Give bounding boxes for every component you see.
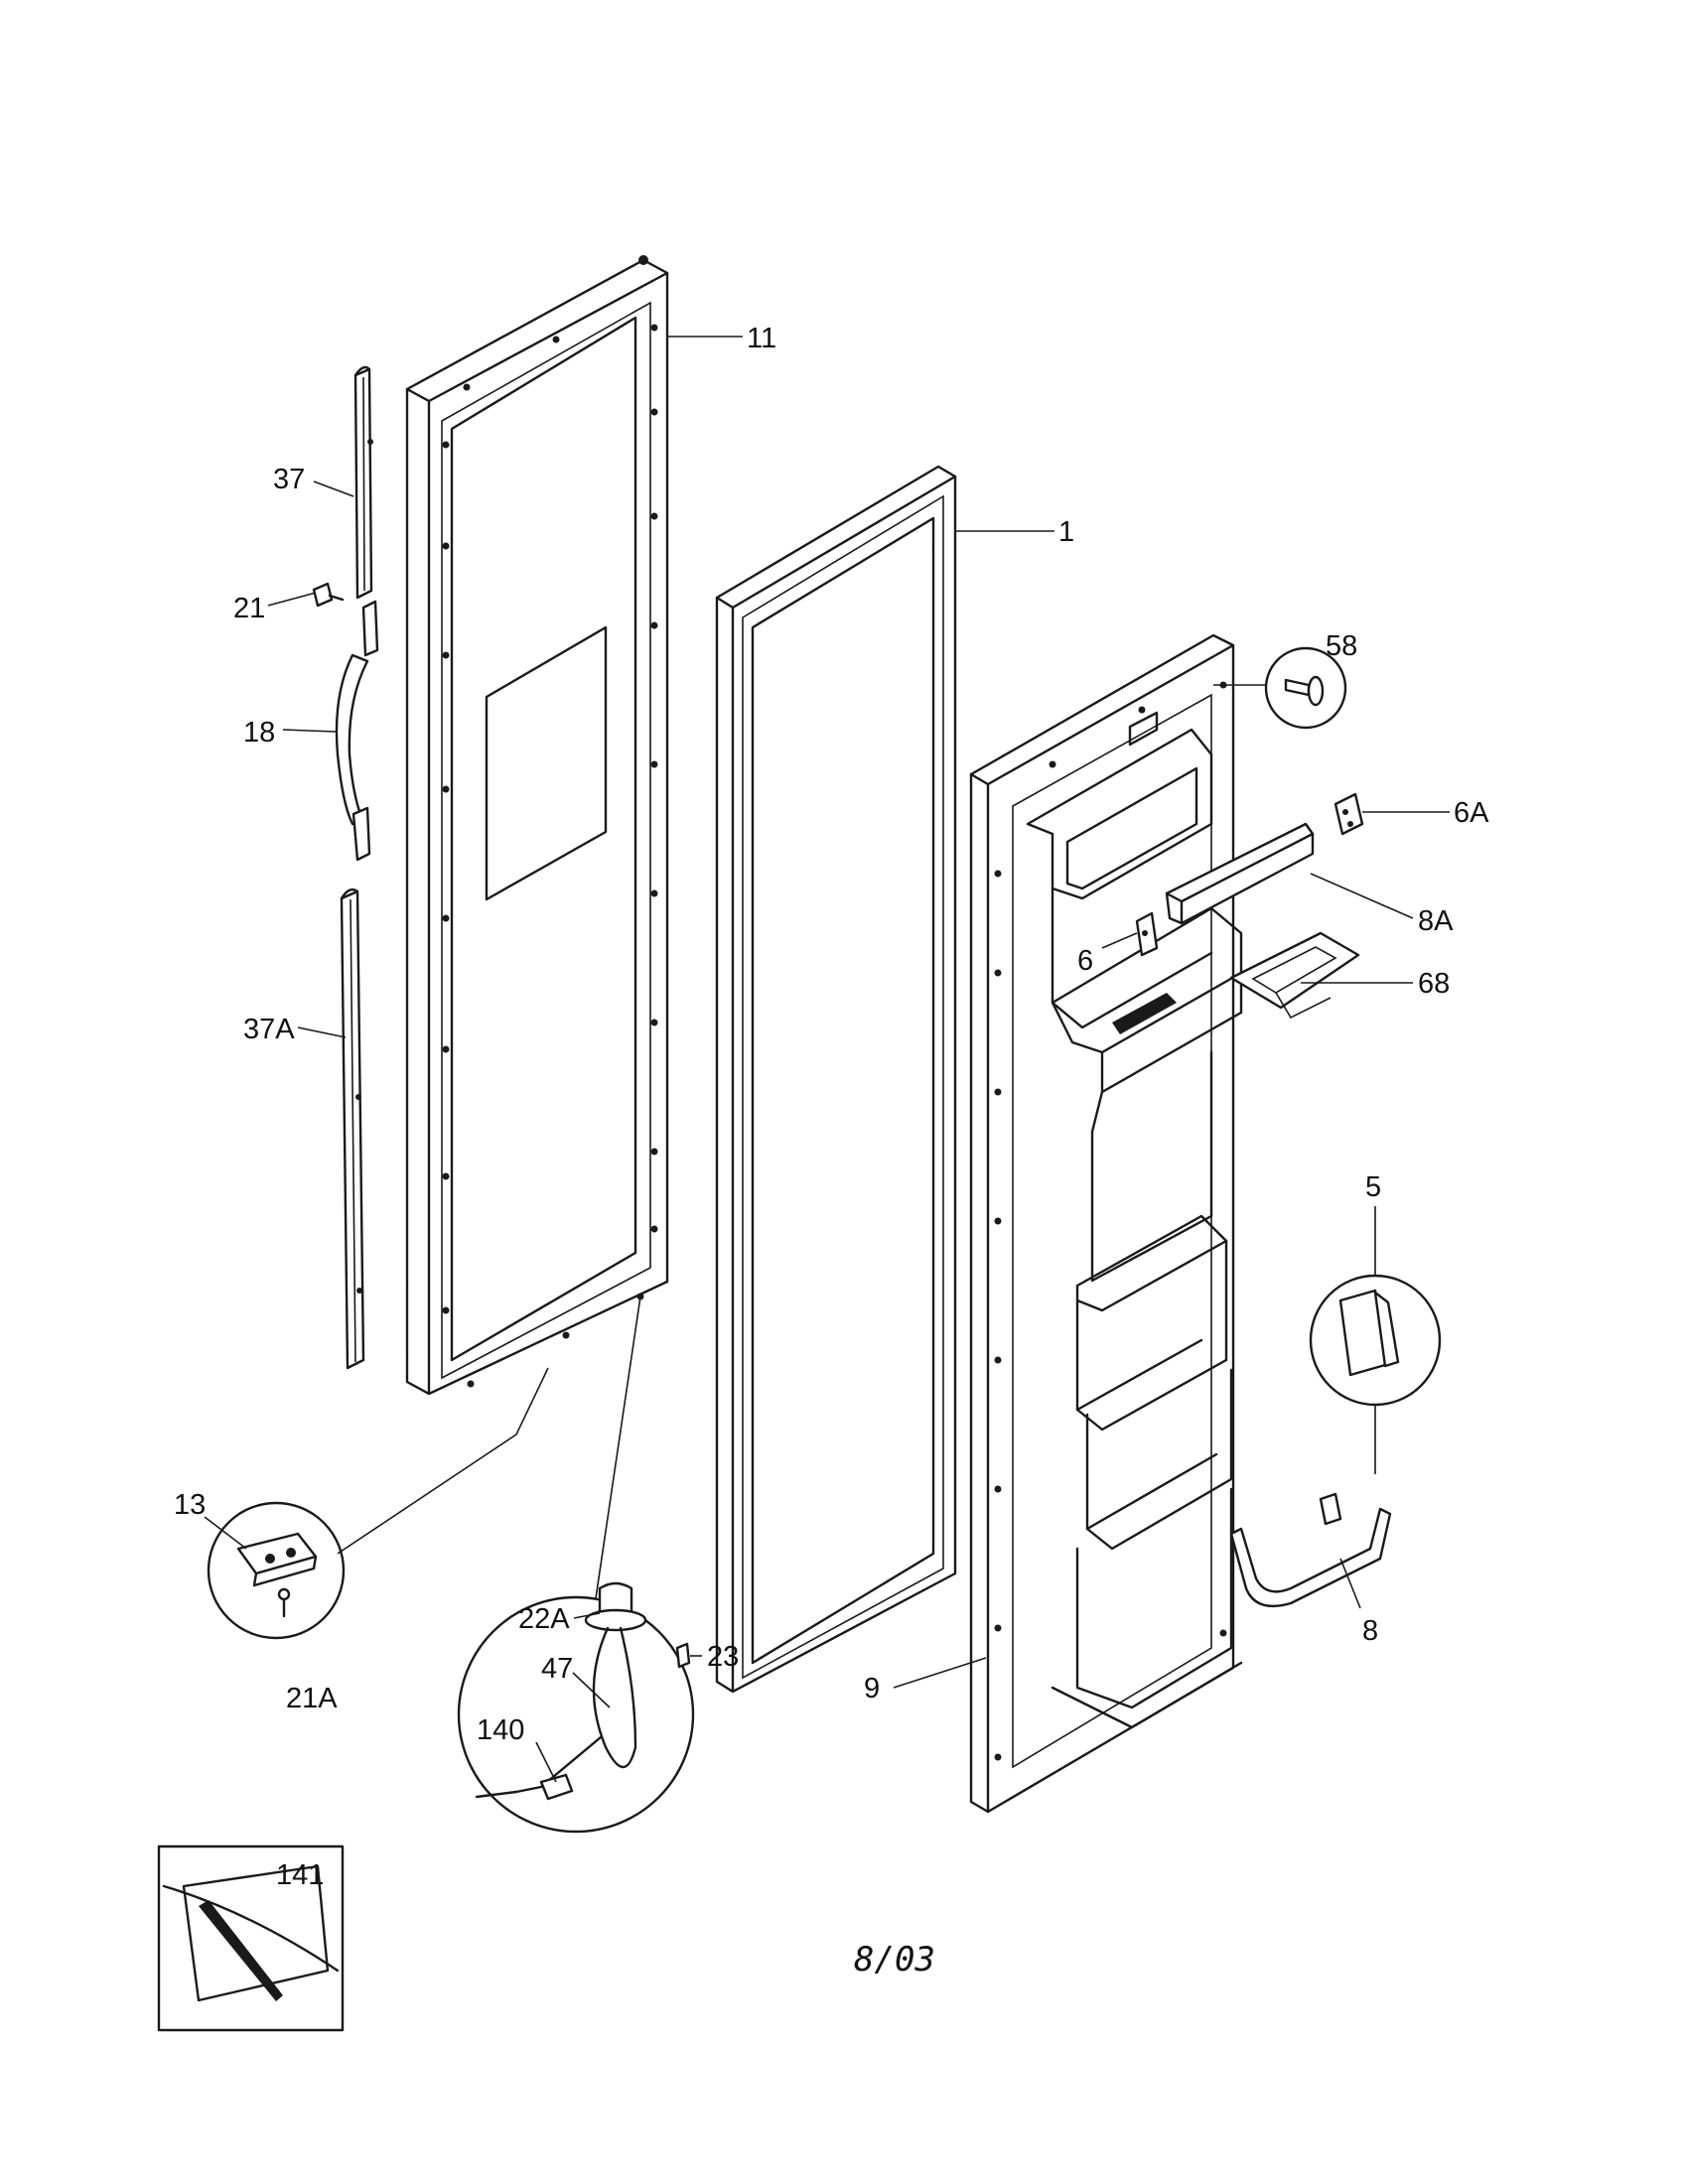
- screw-part-58-detail: [1264, 646, 1347, 730]
- callout-6: 6: [1077, 945, 1093, 977]
- rail-part-8A: [1165, 822, 1315, 925]
- callout-18: 18: [243, 717, 275, 749]
- callout-140: 140: [477, 1714, 524, 1746]
- door-liner-part-9: [969, 633, 1243, 1814]
- bracket-part-6: [1135, 911, 1159, 957]
- callout-23: 23: [707, 1641, 739, 1673]
- hinge-part-13-detail: [207, 1501, 346, 1640]
- screw-part-21: [312, 582, 345, 608]
- callout-21A: 21A: [286, 1683, 338, 1714]
- date-stamp: 8/03: [854, 1940, 935, 1979]
- callout-68: 68: [1418, 968, 1450, 1000]
- clip-part-6A: [1333, 792, 1364, 836]
- dispenser-cup-part-68: [1229, 931, 1360, 1020]
- callout-37A: 37A: [243, 1014, 295, 1045]
- switch-assembly-detail: [457, 1581, 695, 1834]
- bracket-part-8: [1229, 1492, 1392, 1608]
- callout-47: 47: [541, 1653, 573, 1685]
- callout-11: 11: [747, 323, 776, 354]
- button-part-5-detail: [1309, 1274, 1442, 1474]
- callout-21: 21: [233, 593, 265, 624]
- callout-9: 9: [864, 1673, 880, 1705]
- callout-141: 141: [276, 1859, 324, 1891]
- callout-8: 8: [1362, 1615, 1378, 1647]
- callout-58: 58: [1326, 630, 1357, 662]
- callout-1: 1: [1058, 516, 1074, 548]
- callout-5: 5: [1365, 1171, 1381, 1203]
- leader-lines: [204, 336, 1450, 1783]
- door-handle-part-18: [335, 600, 379, 862]
- tool-part-141-inset: [157, 1844, 345, 2032]
- door-gasket-part-1: [715, 465, 957, 1694]
- lower-trim-part-37A: [340, 887, 365, 1370]
- callout-37: 37: [273, 464, 305, 495]
- callout-6A: 6A: [1454, 797, 1489, 829]
- callout-8A: 8A: [1418, 905, 1454, 937]
- callout-13: 13: [174, 1489, 206, 1521]
- upper-trim-part-37: [353, 365, 373, 600]
- callout-22A: 22A: [518, 1603, 570, 1635]
- door-frame-part-11: [405, 255, 669, 1396]
